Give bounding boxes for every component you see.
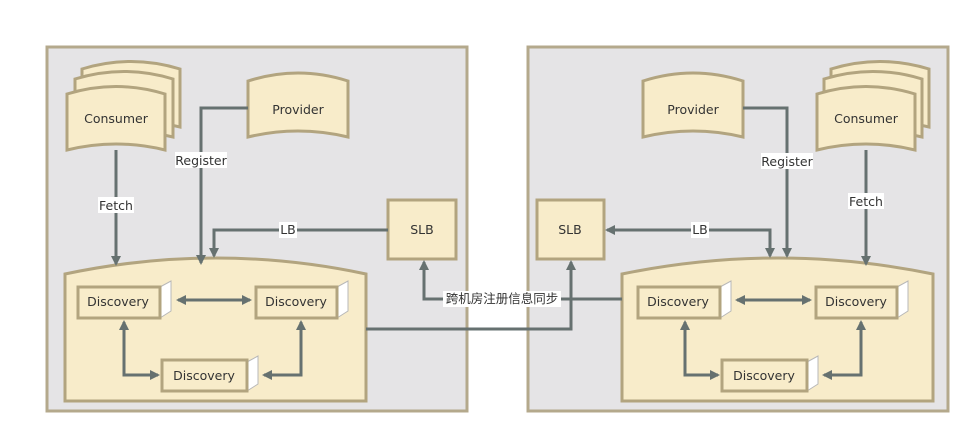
- right-register-edge: [743, 106, 792, 258]
- left-register-edge: [196, 106, 248, 265]
- left-lb-label: LB: [280, 222, 296, 237]
- left-discovery-cb-edge: [262, 320, 306, 380]
- left-discovery-b-label: Discovery: [265, 294, 327, 309]
- right-discovery-a-label: Discovery: [647, 294, 709, 309]
- right-consumer-label: Consumer: [834, 111, 899, 126]
- left-fetch-label: Fetch: [99, 198, 133, 213]
- right-provider-label: Provider: [667, 102, 719, 117]
- left-consumer-label: Consumer: [84, 111, 149, 126]
- left-provider-label: Provider: [272, 102, 324, 117]
- right-lb-label: LB: [692, 222, 708, 237]
- left-datacenter-zone: Consumer Provider SLB Discovery Discover…: [45, 45, 469, 413]
- right-discovery-b-label: Discovery: [825, 294, 887, 309]
- left-discovery-a-label: Discovery: [87, 294, 149, 309]
- left-slb-label: SLB: [410, 222, 433, 237]
- left-register-label: Register: [175, 153, 227, 168]
- left-discovery-a: Discovery: [76, 280, 172, 320]
- sync-label: 跨机房注册信息同步: [446, 291, 559, 306]
- left-lb-edge: [209, 228, 388, 258]
- right-fetch-label: Fetch: [849, 194, 883, 209]
- left-provider-node: Provider: [246, 71, 350, 139]
- left-slb-node: SLB: [386, 198, 458, 261]
- left-discovery-c-label: Discovery: [173, 368, 235, 383]
- right-slb-node: SLB: [535, 198, 606, 261]
- right-provider-node: Provider: [641, 71, 745, 139]
- right-discovery-a: Discovery: [636, 280, 732, 320]
- right-discovery-c: Discovery: [720, 355, 819, 393]
- sync-left-to-right-slb-edge: [366, 260, 576, 331]
- left-discovery-ac-edge: [119, 320, 160, 380]
- right-discovery-ac-edge: [680, 320, 720, 380]
- right-register-label: Register: [761, 154, 813, 169]
- right-datacenter-zone: Provider Consumer SLB Discovery Di: [526, 45, 950, 413]
- right-slb-label: SLB: [558, 222, 581, 237]
- right-consumer-node: Consumer: [815, 60, 931, 152]
- left-discovery-b: Discovery: [254, 280, 349, 320]
- right-discovery-b: Discovery: [814, 280, 909, 320]
- right-lb-edge: [605, 225, 775, 258]
- left-discovery-c: Discovery: [160, 355, 259, 393]
- right-discovery-c-label: Discovery: [733, 368, 795, 383]
- left-consumer-node: Consumer: [65, 60, 182, 152]
- right-discovery-cb-edge: [822, 320, 866, 380]
